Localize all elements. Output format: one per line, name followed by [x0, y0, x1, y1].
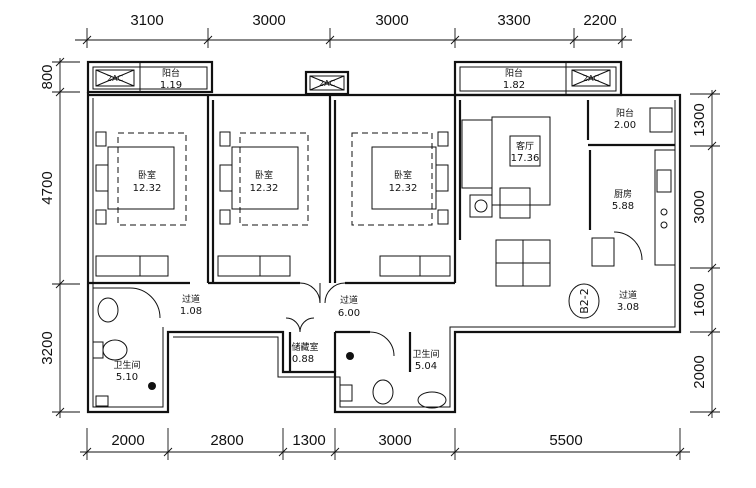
- room-bedroom-1-name: 卧室: [138, 169, 156, 181]
- room-bedroom-2-name: 卧室: [255, 169, 273, 181]
- room-kitchen-area: 5.88: [612, 201, 634, 212]
- room-kitchen-name: 厨房: [614, 188, 632, 200]
- bedroom-3-furniture: [351, 131, 451, 277]
- door-swings: [129, 282, 395, 357]
- unit-tag: B2-2: [568, 283, 600, 319]
- room-bathroom-1-name: 卫生间: [412, 348, 439, 360]
- top-dimension-chain: 3100 3000 3000 3300 2200: [75, 12, 632, 48]
- dim-left-3: 3200: [39, 331, 56, 364]
- balcony-top-right: [453, 60, 623, 97]
- ac-unit-1: 2AC: [95, 69, 135, 87]
- room-balcony-2-area: 1.82: [503, 80, 525, 91]
- dim-top-1: 3100: [130, 12, 163, 29]
- room-bedroom-3-area: 12.32: [389, 183, 418, 194]
- room-corridor-2-area: 6.00: [338, 308, 360, 319]
- dim-right-4: 2000: [691, 355, 708, 388]
- ac-label-1: 2AC: [107, 74, 123, 83]
- ac-unit-3: 2AC: [571, 69, 611, 87]
- dim-top-3: 3000: [375, 12, 408, 29]
- dim-top-2: 3000: [252, 12, 285, 29]
- dim-bottom-1: 2000: [111, 432, 144, 449]
- ac-label-3: 2AC: [583, 74, 599, 83]
- room-living-area: 17.36: [511, 153, 540, 164]
- unit-tag-label: B2-2: [578, 288, 591, 314]
- room-balcony-1-name: 阳台: [162, 67, 180, 79]
- dim-top-4: 3300: [497, 12, 530, 29]
- living-room-furniture: [461, 116, 551, 287]
- room-living-name: 客厅: [516, 140, 534, 152]
- room-balcony-2-name: 阳台: [505, 67, 523, 79]
- kitchen-fixtures: [591, 107, 676, 267]
- dim-bottom-2: 2800: [210, 432, 243, 449]
- left-dimension-chain: 800 4700 3200: [39, 57, 80, 418]
- room-corridor-1-name: 过道: [182, 293, 200, 305]
- room-balcony-1-area: 1.19: [160, 80, 182, 91]
- room-bathroom-2-name: 卫生间: [113, 359, 140, 371]
- dim-bottom-3: 1300: [292, 432, 325, 449]
- room-labels: 阳台 1.19 阳台 1.82 卧室 12.32 卧室 12.32 卧室 12.…: [113, 67, 639, 383]
- dim-bottom-4: 3000: [378, 432, 411, 449]
- room-corridor-1-area: 1.08: [180, 306, 202, 317]
- room-storage-name: 储藏室: [291, 341, 318, 353]
- ac-unit-2: 2AC: [304, 70, 350, 96]
- room-corridor-3-area: 3.08: [617, 302, 639, 313]
- room-balcony-3-name: 阳台: [616, 107, 634, 119]
- dim-left-2: 4700: [39, 171, 56, 204]
- bedroom-2-furniture: [217, 131, 309, 277]
- dim-bottom-5: 5500: [549, 432, 582, 449]
- bathroom-fixtures: [92, 297, 447, 409]
- dim-right-1: 1300: [691, 103, 708, 136]
- dim-left-1: 800: [39, 64, 56, 89]
- walls: [86, 92, 682, 414]
- right-dimension-chain: 1300 3000 1600 2000: [690, 89, 720, 418]
- dim-right-3: 1600: [691, 283, 708, 316]
- room-bathroom-2-area: 5.10: [116, 372, 138, 383]
- room-bathroom-1-area: 5.04: [415, 361, 437, 372]
- room-bedroom-3-name: 卧室: [394, 169, 412, 181]
- room-corridor-2-name: 过道: [340, 294, 358, 306]
- room-bedroom-2-area: 12.32: [250, 183, 279, 194]
- bedroom-1-furniture: [95, 131, 187, 277]
- dim-top-5: 2200: [583, 12, 616, 29]
- dim-right-2: 3000: [691, 190, 708, 223]
- balcony-top-left: [86, 60, 214, 94]
- room-corridor-3-name: 过道: [619, 289, 637, 301]
- room-balcony-3-area: 2.00: [614, 120, 636, 131]
- room-bedroom-1-area: 12.32: [133, 183, 162, 194]
- room-storage-area: 0.88: [292, 354, 314, 365]
- bottom-dimension-chain: 2000 2800 1300 3000 5500: [80, 428, 690, 460]
- ac-label-2: 2AC: [319, 79, 335, 88]
